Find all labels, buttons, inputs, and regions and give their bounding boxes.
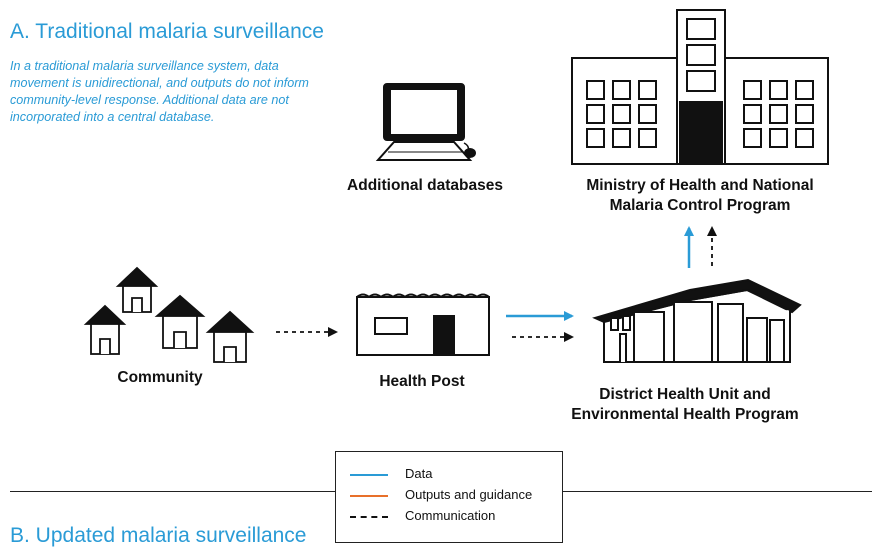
ministry-label-line1: Ministry of Health and National	[586, 177, 814, 194]
health-post-icon	[356, 293, 490, 356]
additional-databases-label: Additional databases	[347, 177, 503, 194]
section-a-description: In a traditional malaria surveillance sy…	[10, 59, 309, 124]
section-divider-left	[10, 491, 335, 492]
computer-icon	[375, 83, 476, 161]
community-label: Community	[117, 369, 203, 386]
section-divider-right	[562, 491, 872, 492]
diagram-canvas	[83, 9, 829, 363]
district-label-line1: District Health Unit and	[599, 386, 771, 403]
section-b-title: B. Updated malaria surveillance	[10, 524, 307, 547]
district-label-line2: Environmental Health Program	[571, 406, 799, 423]
ministry-label-line2: Malaria Control Program	[609, 197, 791, 214]
legend-data-label: Data	[405, 466, 433, 481]
legend-item-outputs: Outputs and guidance	[350, 487, 560, 505]
legend-communication-label: Communication	[405, 508, 496, 523]
legend-item-data: Data	[350, 466, 560, 484]
legend-data-line	[350, 474, 388, 476]
ministry-building-icon	[571, 9, 829, 165]
legend-outputs-line	[350, 495, 388, 497]
legend: Data Outputs and guidance Communication	[335, 451, 563, 543]
district-building-icon	[592, 278, 802, 363]
health-post-label: Health Post	[379, 373, 465, 390]
community-huts-icon	[83, 266, 255, 363]
legend-item-communication: Communication	[350, 508, 560, 526]
legend-communication-line	[350, 516, 388, 518]
legend-outputs-label: Outputs and guidance	[405, 487, 533, 502]
section-a-title: A. Traditional malaria surveillance	[10, 20, 324, 43]
